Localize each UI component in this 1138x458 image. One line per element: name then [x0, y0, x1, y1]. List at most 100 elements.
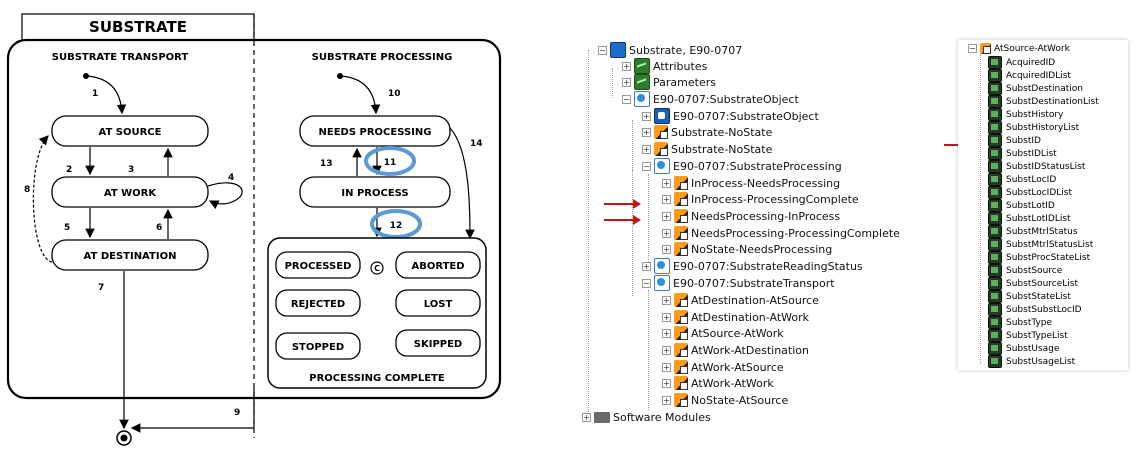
tree-item-transition[interactable]: + InProcess-NeedsProcessing [662, 175, 840, 191]
tree-item-attributes[interactable]: + Attributes [622, 58, 707, 74]
attribute-value-icon [988, 199, 1002, 212]
object-icon [654, 108, 670, 124]
attribute-item[interactable]: AcquiredIDList [988, 69, 1071, 82]
expand-icon[interactable]: + [662, 328, 671, 338]
tree-item-transition[interactable]: + AtDestination-AtWork [662, 309, 809, 325]
attribute-item[interactable]: SubstSubstLocID [988, 303, 1082, 316]
expand-icon[interactable]: + [662, 395, 671, 405]
expand-icon[interactable]: + [662, 244, 671, 254]
attribute-item-label: SubstLotIDList [1006, 213, 1071, 224]
model-tree: − Substrate, E90-0707 + Attributes + Par… [580, 38, 910, 428]
tree-item-transition[interactable]: + AtWork-AtWork [662, 375, 774, 391]
attribute-value-icon [988, 121, 1002, 134]
expand-icon[interactable]: + [642, 261, 651, 271]
tree-item-software-modules[interactable]: + Software Modules [582, 409, 711, 425]
tree-item-transition[interactable]: + Substrate-NoState [642, 124, 772, 140]
expand-icon[interactable]: + [662, 295, 671, 305]
expand-icon[interactable]: + [662, 312, 671, 322]
expand-icon[interactable]: + [662, 194, 671, 204]
attribute-item[interactable]: SubstSource [988, 264, 1062, 277]
collapse-icon[interactable]: − [598, 45, 607, 55]
attribute-item[interactable]: SubstSourceList [988, 277, 1078, 290]
expand-icon[interactable]: + [642, 127, 651, 137]
attribute-value-icon [988, 329, 1002, 342]
attribute-item[interactable]: SubstHistoryList [988, 121, 1079, 134]
tree-item-substrate-transport[interactable]: − E90-0707:SubstrateTransport [642, 275, 835, 291]
attribute-value-icon [988, 355, 1002, 368]
tree-root[interactable]: − Substrate, E90-0707 [598, 42, 742, 58]
attribute-item[interactable]: SubstID [988, 134, 1041, 147]
attribute-item-label: AcquiredIDList [1006, 70, 1071, 81]
tree-item-transition[interactable]: + InProcess-ProcessingComplete [662, 191, 859, 207]
attribute-item[interactable]: SubstLotIDList [988, 212, 1071, 225]
tree-item-transition[interactable]: + NeedsProcessing-ProcessingComplete [662, 225, 900, 241]
expand-icon[interactable]: + [662, 228, 671, 238]
transition-icon [674, 209, 688, 223]
attribute-item[interactable]: SubstDestination [988, 82, 1083, 95]
transition-13: 13 [320, 159, 333, 169]
attribute-item[interactable]: SubstUsage [988, 342, 1059, 355]
tree-item-label: AtWork-AtDestination [691, 343, 809, 357]
tree-item-transition[interactable]: + AtSource-AtWork [662, 325, 784, 341]
expand-icon[interactable]: + [642, 111, 651, 121]
tree-item-transition[interactable]: + NeedsProcessing-InProcess [662, 208, 840, 224]
expand-icon[interactable]: + [662, 345, 671, 355]
expand-icon[interactable]: + [662, 178, 671, 188]
attribute-item[interactable]: SubstMtrlStatus [988, 225, 1078, 238]
state-aborted-label: ABORTED [411, 261, 464, 272]
attribute-item[interactable]: SubstLotID [988, 199, 1055, 212]
collapse-icon[interactable]: − [642, 161, 651, 171]
tree-item-transition[interactable]: + AtDestination-AtSource [662, 292, 819, 308]
collapse-icon[interactable]: − [642, 278, 651, 288]
folder-icon [594, 411, 610, 423]
tree-item-label: Substrate-NoState [671, 125, 773, 139]
attribute-item[interactable]: SubstMtrlStatusList [988, 238, 1093, 251]
expand-icon[interactable]: + [642, 144, 651, 154]
attribute-item-label: SubstSource [1006, 265, 1063, 276]
collapse-icon[interactable]: − [968, 44, 977, 53]
expand-icon[interactable]: + [622, 77, 631, 87]
tree-item-transition[interactable]: + Substrate-NoState [642, 141, 772, 157]
tree-item-substrate-object-sm[interactable]: − E90-0707:SubstrateObject [622, 91, 799, 107]
transition-icon [674, 326, 688, 340]
attribute-item[interactable]: SubstLocID [988, 173, 1056, 186]
attribute-item[interactable]: SubstDestinationList [988, 95, 1099, 108]
attribute-item-label: SubstIDStatusList [1006, 161, 1086, 172]
tree-item-label: E90-0707:SubstrateTransport [673, 276, 835, 290]
attribute-item[interactable]: SubstStateList [988, 290, 1071, 303]
tree-item-substrate-reading-status[interactable]: + E90-0707:SubstrateReadingStatus [642, 258, 863, 274]
state-stopped-label: STOPPED [292, 342, 344, 353]
attribute-item[interactable]: SubstLocIDList [988, 186, 1072, 199]
attribute-value-icon [988, 251, 1002, 264]
tree-item-transition[interactable]: + AtWork-AtDestination [662, 342, 809, 358]
transition-icon [674, 192, 688, 206]
attribute-item[interactable]: AcquiredID [988, 56, 1055, 69]
tree-item-transition[interactable]: + NoState-NeedsProcessing [662, 241, 832, 257]
tree-item-label: E90-0707:SubstrateReadingStatus [673, 259, 863, 273]
attribute-item[interactable]: SubstIDList [988, 147, 1057, 160]
state-rejected-label: REJECTED [291, 299, 345, 310]
expand-icon[interactable]: + [582, 412, 591, 422]
expand-icon[interactable]: + [622, 61, 631, 71]
state-at-destination-label: AT DESTINATION [84, 251, 177, 262]
expand-icon[interactable]: + [662, 378, 671, 388]
transition-4: 4 [228, 173, 234, 183]
attribute-value-icon [988, 290, 1002, 303]
attribute-item[interactable]: SubstIDStatusList [988, 160, 1085, 173]
tree-item-transition[interactable]: + NoState-AtSource [662, 392, 788, 408]
attr-panel-title-row[interactable]: − AtSource-AtWork [968, 42, 1070, 55]
collapse-icon[interactable]: − [622, 94, 631, 104]
expand-icon[interactable]: + [662, 362, 671, 372]
state-needs-processing [299, 115, 451, 147]
tree-item-substrate-object[interactable]: + E90-0707:SubstrateObject [642, 108, 819, 124]
attribute-item[interactable]: SubstType [988, 316, 1052, 329]
tree-item-substrate-processing[interactable]: − E90-0707:SubstrateProcessing [642, 158, 842, 174]
attribute-item[interactable]: SubstTypeList [988, 329, 1068, 342]
attribute-item[interactable]: SubstUsageList [988, 355, 1075, 368]
attribute-item[interactable]: SubstHistory [988, 108, 1063, 121]
tree-item-parameters[interactable]: + Parameters [622, 74, 716, 90]
expand-icon[interactable]: + [662, 211, 671, 221]
attribute-item[interactable]: SubstProcStateList [988, 251, 1090, 264]
tree-item-transition[interactable]: + AtWork-AtSource [662, 359, 784, 375]
attribute-item-label: SubstHistory [1006, 109, 1064, 120]
